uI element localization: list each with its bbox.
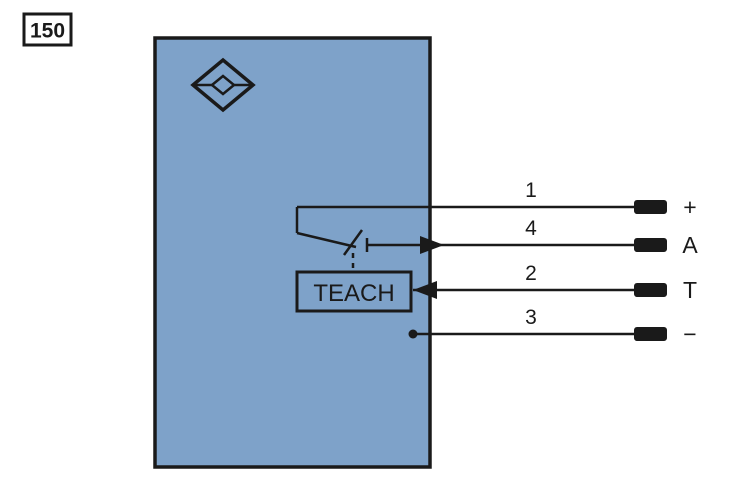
figure-number: 150 <box>30 20 65 43</box>
wire-2-terminal: T <box>683 277 697 303</box>
switch-actuator-slash <box>342 229 364 256</box>
wire-2-pin <box>634 283 667 297</box>
wire-3-pin <box>634 327 667 341</box>
wire-4-number: 4 <box>525 217 537 240</box>
diamond-inner <box>210 74 236 96</box>
wire-3-number: 3 <box>525 306 537 329</box>
wire-4-output-arrow-icon <box>420 236 444 254</box>
wire-2-input-arrow-icon <box>413 281 437 299</box>
wire-2-teach: 2 T <box>413 262 697 303</box>
figure-number-badge: 150 <box>22 12 73 47</box>
wire-4-pin <box>634 238 667 252</box>
teach-box <box>295 270 413 313</box>
wire-3-terminal: − <box>683 321 696 347</box>
switch-blade <box>296 231 357 249</box>
sensor-body <box>153 36 432 469</box>
sensor-diamond-icon <box>190 57 256 113</box>
wire-3-minus: 3 − <box>408 306 697 347</box>
figure-number-box <box>22 12 73 47</box>
wire-1-terminal: + <box>683 194 696 220</box>
wire-1-pin <box>634 200 667 214</box>
teach-block: TEACH <box>295 270 413 313</box>
wire-2-number: 2 <box>525 262 537 285</box>
internal-switch-circuit <box>295 207 369 271</box>
wire-4-terminal: A <box>682 232 698 258</box>
wire-1-plus: 1 + <box>297 179 697 220</box>
wire-4-analog: 4 A <box>367 217 698 258</box>
wire-1-number: 1 <box>525 179 537 202</box>
teach-label: TEACH <box>313 280 394 307</box>
